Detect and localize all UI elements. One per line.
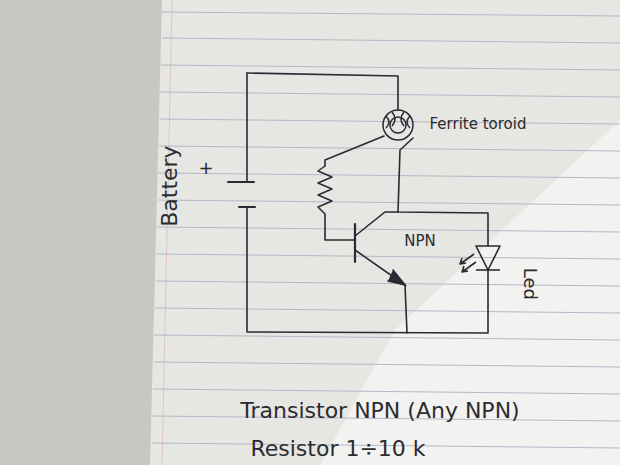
resistor-symbol [318,166,332,214]
part-label: Ferrite toroid [430,116,527,133]
part-label: Battery [158,145,182,226]
note-text: Resistor 1÷10 k [250,437,425,461]
part-label: Led [520,268,540,300]
transistor-symbol [355,212,405,285]
wire [398,138,488,246]
toroid-symbol [383,110,413,140]
wire [405,285,407,333]
wire [247,207,488,333]
paper [150,0,620,465]
note-text: Transistor NPN (Any NPN) [240,399,519,423]
battery-symbol [228,182,255,207]
polarity-mark: + [198,158,213,178]
wire [247,73,398,110]
part-label: NPN [404,233,436,250]
paper-lines [152,12,620,448]
wires [247,73,488,333]
led-symbol [460,246,500,272]
wire [325,214,355,240]
margin-line [162,0,172,465]
wire [246,73,248,182]
wire [325,136,384,166]
